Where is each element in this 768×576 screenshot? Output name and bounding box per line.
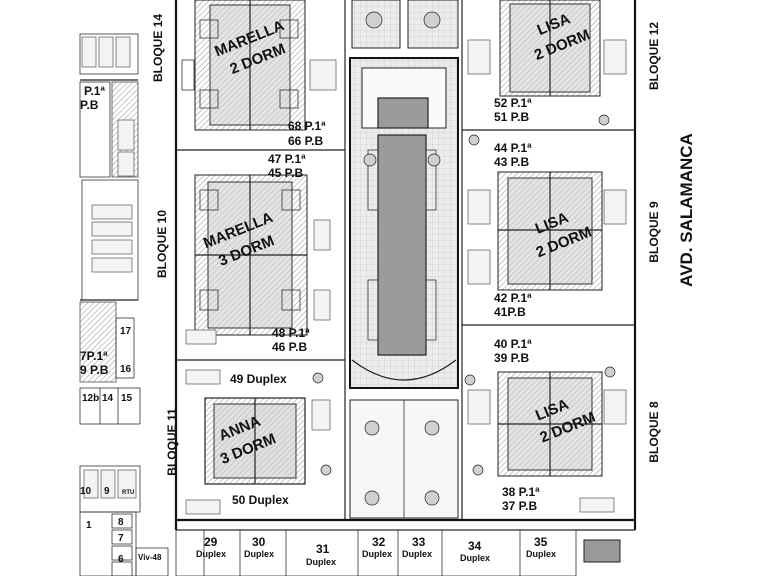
unit-labels: 68 P.1ª 66 P.B 47 P.1ª 45 P.B 48 P.1ª 46… xyxy=(80,84,540,513)
unit-38-label: 38 P.1ª xyxy=(502,485,540,499)
plot-14: 14 xyxy=(102,393,114,404)
unit-37-label: 37 P.B xyxy=(502,499,537,513)
block-12-label: BLOQUE 12 xyxy=(647,22,661,90)
duplex-29-word: Duplex xyxy=(196,549,226,559)
central-pool-area xyxy=(349,0,459,519)
unit-43-label: 43 P.B xyxy=(494,155,529,169)
unit-41-label: 41P.B xyxy=(494,305,526,319)
small-pool xyxy=(377,97,429,129)
duplex-50-label: 50 Duplex xyxy=(232,493,289,507)
plot-1: 1 xyxy=(86,520,92,531)
duplex-33-word: Duplex xyxy=(402,549,432,559)
duplex-31-num: 31 xyxy=(316,542,330,556)
block-12-building xyxy=(467,0,627,97)
duplex-35-word: Duplex xyxy=(526,549,556,559)
block-10-building xyxy=(185,174,331,345)
block-10-label: BLOQUE 10 xyxy=(155,210,169,278)
duplex-32-word: Duplex xyxy=(362,549,392,559)
duplex-34-num: 34 xyxy=(468,539,482,553)
block-8-building xyxy=(467,371,627,513)
unit-39-label: 39 P.B xyxy=(494,351,529,365)
avenue-label: AVD. SALAMANCA xyxy=(677,133,696,287)
unit-45-label: 45 P.B xyxy=(268,166,303,180)
duplex-49-label: 49 Duplex xyxy=(230,372,287,386)
block-labels: BLOQUE 14 BLOQUE 10 BLOQUE 11 BLOQUE 12 … xyxy=(151,14,661,476)
plot-9: 9 xyxy=(104,486,110,497)
block-14-label: BLOQUE 14 xyxy=(151,14,165,82)
duplex-34-word: Duplex xyxy=(460,553,490,563)
main-pool xyxy=(377,134,427,356)
unit-47-label: 47 P.1ª xyxy=(268,152,306,166)
bottom-duplex-labels: 29 Duplex 30 Duplex 31 Duplex 32 Duplex … xyxy=(196,535,556,567)
unit-42-label: 42 P.1ª xyxy=(494,291,532,305)
plot-16: 16 xyxy=(120,364,132,375)
plot-6: 6 xyxy=(118,554,124,565)
plot-8: 8 xyxy=(118,517,124,528)
left-neighbour-area xyxy=(79,33,169,576)
trees xyxy=(312,114,616,476)
plot-15: 15 xyxy=(121,393,133,404)
parking-row-top-left xyxy=(81,36,131,68)
unit-46-label: 46 P.B xyxy=(272,340,307,354)
unit-44-label: 44 P.1ª xyxy=(494,141,532,155)
block-8-label: BLOQUE 8 xyxy=(647,401,661,463)
unit-51-label: 51 P.B xyxy=(494,110,529,124)
rtu-label: RTU xyxy=(122,490,134,496)
duplex-33-num: 33 xyxy=(412,535,426,549)
small-plot-numbers: 17 16 12b 14 15 10 9 8 7 6 1 Viv-48 RTU xyxy=(80,326,162,565)
duplex-30-num: 30 xyxy=(252,535,266,549)
unit-9-label: 9 P.B xyxy=(80,363,109,377)
block-9-building xyxy=(467,171,627,291)
plot-12b: 12b xyxy=(82,393,99,404)
block-11-building xyxy=(185,369,331,515)
unit-68-label: 68 P.1ª xyxy=(288,119,326,133)
duplex-35-num: 35 xyxy=(534,535,548,549)
plot-7: 7 xyxy=(118,533,124,544)
unit-66-label: 66 P.B xyxy=(288,134,323,148)
duplex-30-word: Duplex xyxy=(244,549,274,559)
internal-streets xyxy=(174,0,637,531)
duplex-29-num: 29 xyxy=(204,535,218,549)
bottom-duplex-row xyxy=(175,529,621,576)
duplex-labels: 49 Duplex 50 Duplex xyxy=(230,372,289,507)
block-9-label: BLOQUE 9 xyxy=(647,201,661,263)
viv-48-label: Viv-48 xyxy=(138,553,162,562)
unit-48-label: 48 P.1ª xyxy=(272,326,310,340)
unit-40-label: 40 P.1ª xyxy=(494,337,532,351)
duplex-32-num: 32 xyxy=(372,535,386,549)
unit-left-pb-label: P.B xyxy=(80,98,99,112)
plot-17: 17 xyxy=(120,326,132,337)
duplex-31-word: Duplex xyxy=(306,557,336,567)
unit-left-p1-label: P.1ª xyxy=(84,84,105,98)
block-14-building xyxy=(181,0,337,131)
block-11-label: BLOQUE 11 xyxy=(165,408,179,476)
unit-7-label: 7P.1ª xyxy=(80,349,108,363)
plot-10: 10 xyxy=(80,486,92,497)
unit-52-label: 52 P.1ª xyxy=(494,96,532,110)
